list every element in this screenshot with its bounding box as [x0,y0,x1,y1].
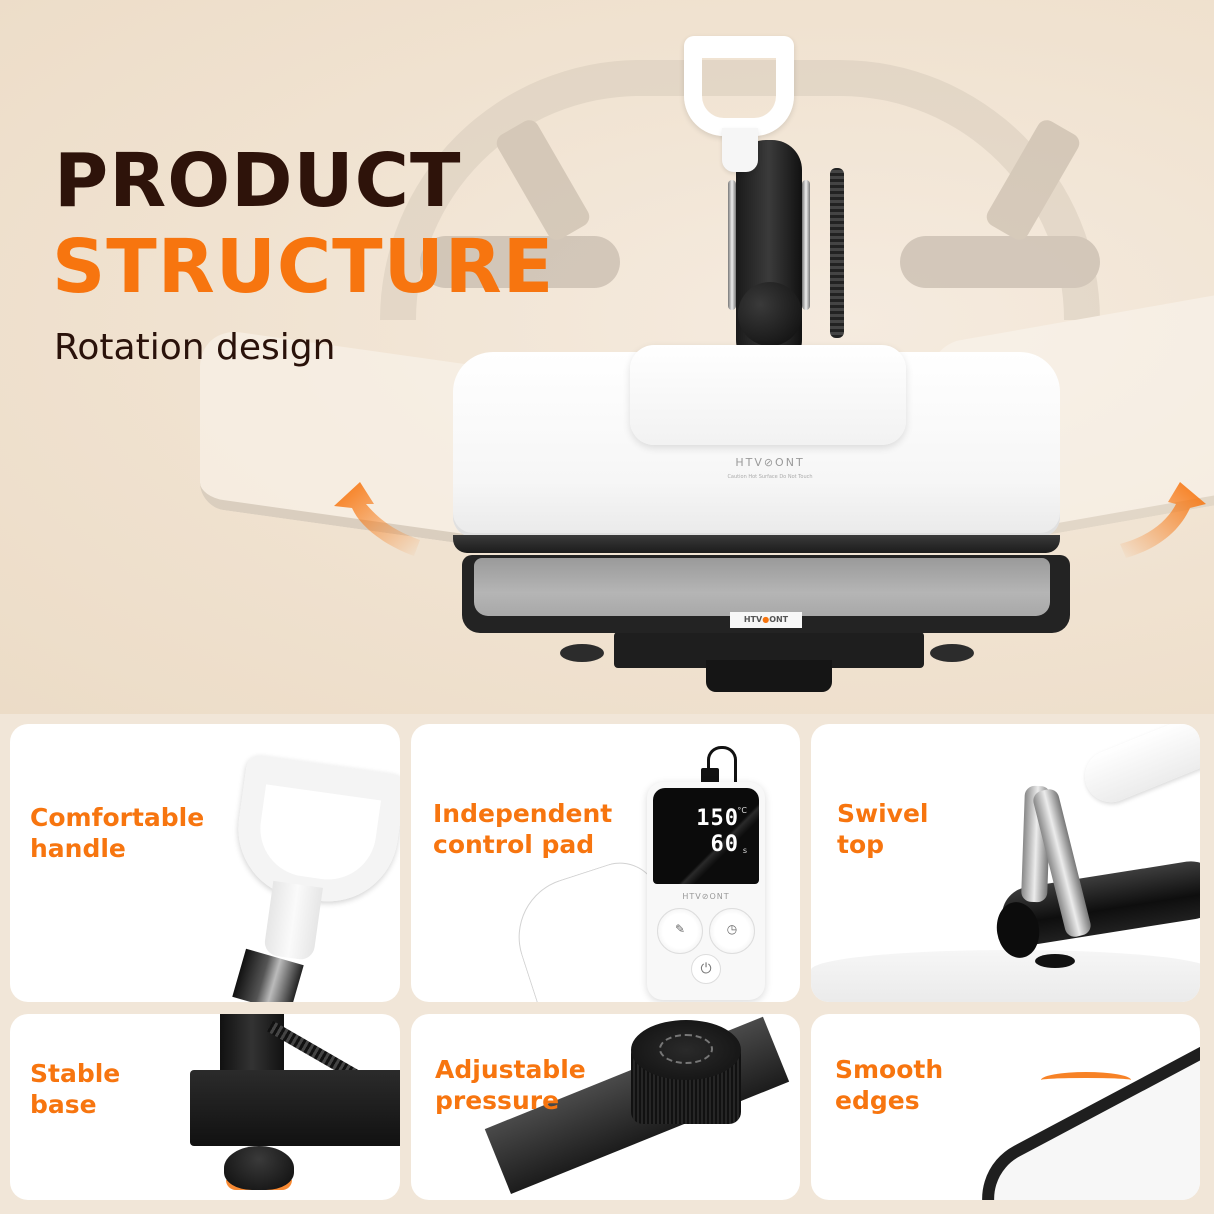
label-line-1: Stable [30,1059,121,1088]
title-line-structure: STRUCTURE [52,224,555,310]
feature-label-handle: Comfortable handle [30,802,204,864]
control-pad-brand: HTV⊘ONT [682,892,730,901]
press-handle-neck [722,128,758,172]
brand-tag-right: ONT [769,615,789,624]
label-line-1: Comfortable [30,803,205,832]
feature-label-base: Stable base [30,1058,120,1120]
power-icon: ⏻ [691,954,721,984]
press-pad [474,558,1050,616]
feature-label-control-pad: Independent control pad [433,798,612,860]
swivel-foot [1035,954,1075,968]
temperature-readout: 150 [696,806,739,831]
rotate-right-arrow-icon [1120,482,1206,558]
feature-label-pressure: Adjustable pressure [435,1054,586,1116]
feature-card-edges: Smooth edges [811,1014,1200,1200]
label-line-2: top [837,830,885,859]
title-line-product: PRODUCT [54,138,462,224]
rotate-left-arrow-icon [334,482,420,556]
press-foot-left [560,644,604,662]
press-top-cap [630,345,906,445]
plate-edge [961,1014,1200,1200]
feature-card-control-pad: Independent control pad 150 °C 60 s HTV⊘… [411,724,800,1002]
handle-neck [263,880,323,962]
warning-label: Caution Hot Surface Do Not Touch [727,474,813,480]
feature-card-swivel: Swivel top [811,724,1200,1002]
pressure-knob [738,282,802,346]
brand-logo-top: HTV⊘ONT [735,456,805,469]
time-readout: 60 [710,832,739,857]
label-line-2: handle [30,834,126,863]
brand-tag-left: HTV [743,615,763,624]
brand-tag: HTV●ONT [730,612,802,628]
temperature-unit: °C [737,806,747,815]
timer-dial: ◷ [709,908,755,954]
feature-card-base: Stable base [10,1014,400,1200]
feature-label-swivel: Swivel top [837,798,929,860]
base-body [190,1070,400,1146]
press-base-front [706,660,832,692]
press-link-right [802,180,810,310]
label-line-2: edges [835,1086,920,1115]
rotate-arrow-icon [659,1034,713,1064]
label-line-1: Smooth [835,1055,944,1084]
label-line-1: Adjustable [435,1055,586,1084]
feature-card-handle: Comfortable handle [10,724,400,1002]
temperature-dial: ✎ [657,908,703,954]
press-foot-right [930,644,974,662]
swivel-base-plate [811,950,1200,1002]
feature-card-pressure: Adjustable pressure [411,1014,800,1200]
press-hose [830,168,844,338]
base-foot [224,1146,294,1190]
press-handle [684,36,794,136]
pencil-icon: ✎ [674,922,686,936]
control-pad: 150 °C 60 s HTV⊘ONT ✎ ◷ ⏻ [647,782,765,1000]
control-pad-display: 150 °C 60 s [653,788,759,884]
feature-label-edges: Smooth edges [835,1054,943,1116]
label-line-2: control pad [433,830,595,859]
time-unit: s [742,846,747,855]
ghost-rotated-press [200,60,1214,556]
swivel-handle [1077,724,1200,811]
label-line-1: Swivel [837,799,929,828]
label-line-1: Independent [433,799,613,828]
control-pad-cable [707,746,737,786]
label-line-2: base [30,1090,97,1119]
label-line-2: pressure [435,1086,560,1115]
subtitle-rotation-design: Rotation design [54,327,336,368]
clock-icon: ◷ [726,922,738,936]
hero-section: PRODUCT STRUCTURE Rotation design HTV⊘ON… [0,0,1214,714]
edge-highlight [1041,1072,1131,1088]
press-top-rim [453,535,1060,553]
brand-tag-logo-icon: ● [762,615,770,624]
ghost-arm-right [900,236,1100,288]
ghost-arm-left [420,236,620,288]
press-link-left [728,180,736,310]
